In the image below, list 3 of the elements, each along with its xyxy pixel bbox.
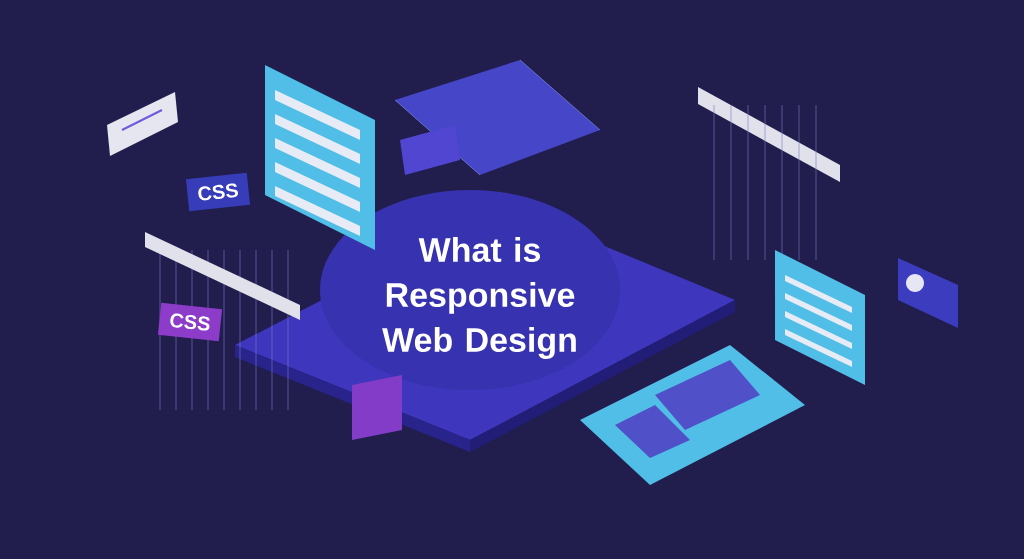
title: What is Responsive Web Design — [382, 237, 576, 359]
css-tile: CSS — [157, 302, 223, 342]
css-tile: CSS — [185, 172, 251, 212]
